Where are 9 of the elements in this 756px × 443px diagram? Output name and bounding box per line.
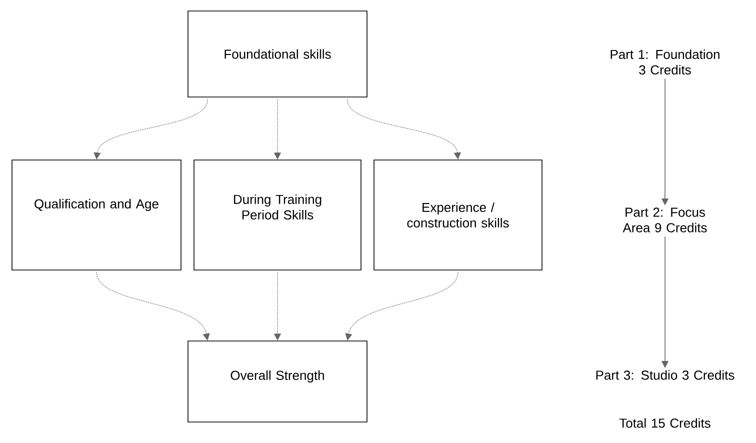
process-box: Qualification and Age [12,160,182,270]
step-text: Part 2: Focus Area 9 Credits [622,208,707,232]
step-text: Part 3: Studio 3 Credits [596,370,734,380]
process-box: Foundational skills [188,10,368,98]
process-box: Overall Strength [188,340,368,422]
step-text: Part 1: Foundation 3 Credits [610,49,720,75]
process-box: During Training Period Skills [194,160,362,270]
total-text: Total 15 Credits [619,418,710,428]
process-box: Experience / construction skills [374,160,542,270]
